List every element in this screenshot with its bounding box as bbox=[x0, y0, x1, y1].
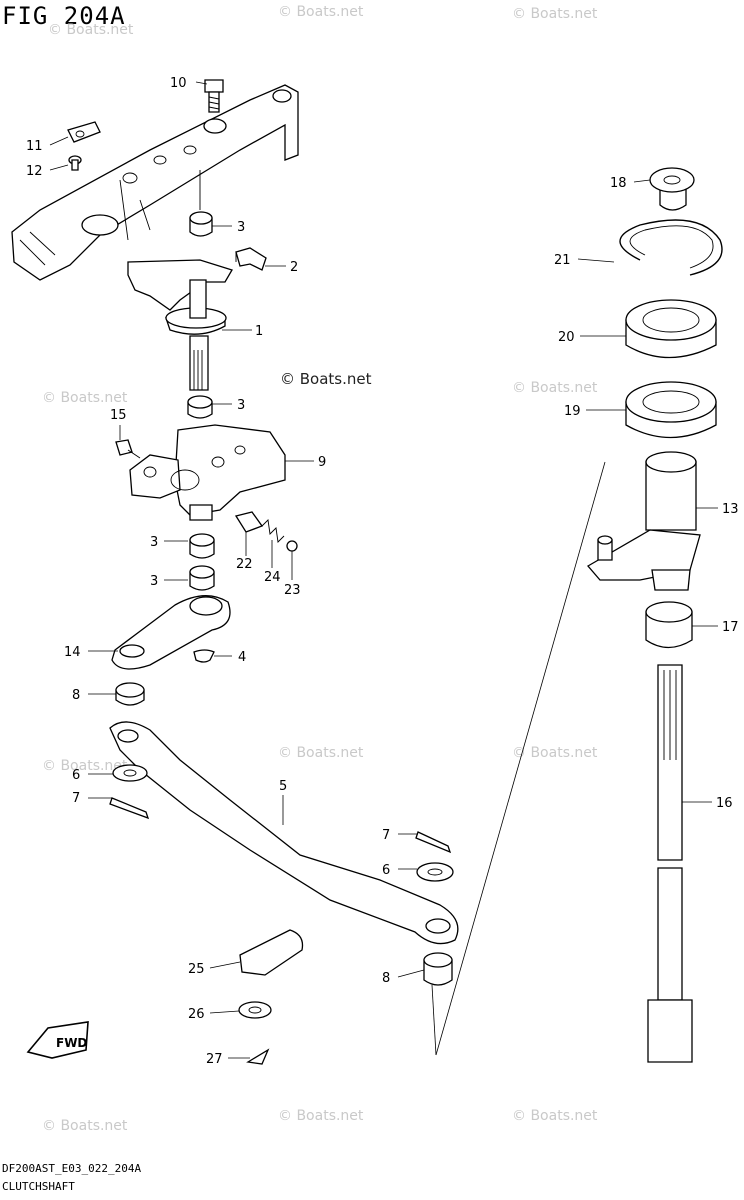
callout-24: 24 bbox=[264, 570, 281, 585]
footer-model-code: DF200AST_E03_022_204A bbox=[2, 1162, 142, 1175]
callout-21: 21 bbox=[554, 253, 571, 268]
callout-26: 26 bbox=[188, 1007, 205, 1022]
part-19-seal bbox=[625, 381, 717, 439]
leader-lines bbox=[49, 81, 718, 1059]
callout-19: 19 bbox=[564, 404, 581, 419]
callout-12: 12 bbox=[26, 164, 43, 179]
part-21-snap-ring bbox=[619, 219, 723, 276]
part-11-clip bbox=[67, 121, 101, 143]
callout-16: 16 bbox=[716, 796, 733, 811]
callout-labels: 10 11 12 3 2 1 3 15 9 3 3 22 24 23 14 4 … bbox=[26, 76, 739, 1067]
fwd-label: FWD bbox=[56, 1036, 87, 1050]
callout-3: 3 bbox=[150, 535, 158, 550]
part-25-bracket bbox=[239, 929, 304, 976]
part-23-ball bbox=[286, 540, 298, 552]
part-6-washer bbox=[416, 862, 454, 882]
part-14-lever bbox=[111, 595, 231, 670]
part-4-clip bbox=[193, 649, 215, 663]
watermark: © Boats.net bbox=[512, 6, 598, 22]
watermark: © Boats.net bbox=[278, 4, 364, 20]
callout-6: 6 bbox=[72, 768, 80, 783]
fwd-direction-arrow: FWD bbox=[26, 1021, 89, 1059]
part-3-bushing bbox=[189, 565, 215, 591]
alignment-line bbox=[431, 984, 437, 1056]
callout-15: 15 bbox=[110, 408, 127, 423]
callout-8: 8 bbox=[72, 688, 80, 703]
part-26-washer bbox=[238, 1001, 272, 1019]
part-7-cotter-pin bbox=[415, 831, 452, 854]
part-5-link-rod bbox=[109, 721, 459, 945]
part-10-bolt bbox=[204, 79, 224, 113]
callout-3: 3 bbox=[150, 574, 158, 589]
callout-7: 7 bbox=[382, 828, 390, 843]
watermark: © Boats.net bbox=[512, 1108, 598, 1124]
part-17-bushing bbox=[645, 601, 693, 649]
part-2-clip bbox=[235, 247, 267, 271]
part-8-bushing bbox=[423, 952, 453, 986]
callout-1: 1 bbox=[255, 324, 263, 339]
callout-3: 3 bbox=[237, 398, 245, 413]
callout-27: 27 bbox=[206, 1052, 223, 1067]
callout-5: 5 bbox=[279, 779, 287, 794]
part-15-screw bbox=[115, 439, 141, 459]
footer-section-title: CLUTCHSHAFT bbox=[2, 1180, 75, 1193]
watermark: © Boats.net bbox=[280, 370, 372, 388]
watermark: © Boats.net bbox=[48, 22, 134, 38]
part-8-bushing bbox=[115, 682, 145, 706]
callout-8: 8 bbox=[382, 971, 390, 986]
watermark: © Boats.net bbox=[512, 745, 598, 761]
callout-20: 20 bbox=[558, 330, 575, 345]
callout-14: 14 bbox=[64, 645, 81, 660]
part-9-housing bbox=[129, 424, 286, 521]
callout-4: 4 bbox=[238, 650, 246, 665]
watermark: © Boats.net bbox=[278, 745, 364, 761]
callout-25: 25 bbox=[188, 962, 205, 977]
callout-23: 23 bbox=[284, 583, 301, 598]
callout-10: 10 bbox=[170, 76, 187, 91]
part-22-spacer bbox=[234, 511, 264, 533]
part-12-screw bbox=[68, 155, 82, 171]
part-13-shift-cam bbox=[586, 451, 701, 591]
callout-3: 3 bbox=[237, 220, 245, 235]
callout-22: 22 bbox=[236, 557, 253, 572]
part-3-bushing bbox=[189, 170, 213, 237]
part-7-cotter-pin bbox=[109, 797, 150, 820]
alignment-line bbox=[435, 461, 606, 1056]
upper-bracket-arm bbox=[11, 84, 299, 281]
part-16-clutch-shaft bbox=[647, 664, 693, 1063]
part-24-spring bbox=[261, 519, 285, 543]
part-27-pin bbox=[246, 1048, 270, 1065]
part-6-washer bbox=[112, 764, 148, 782]
callout-6: 6 bbox=[382, 863, 390, 878]
callout-18: 18 bbox=[610, 176, 627, 191]
part-1-shift-shaft bbox=[127, 259, 233, 391]
callout-2: 2 bbox=[290, 260, 298, 275]
callout-13: 13 bbox=[722, 502, 739, 517]
callout-9: 9 bbox=[318, 455, 326, 470]
callout-7: 7 bbox=[72, 791, 80, 806]
part-3-bushing bbox=[187, 395, 213, 419]
part-20-bearing bbox=[625, 299, 717, 359]
part-3-bushing bbox=[189, 533, 215, 559]
callout-11: 11 bbox=[26, 139, 43, 154]
figure-title: FIG 204A bbox=[2, 2, 126, 30]
watermark: © Boats.net bbox=[512, 380, 598, 396]
watermark: © Boats.net bbox=[42, 390, 128, 406]
callout-17: 17 bbox=[722, 620, 739, 635]
watermark: © Boats.net bbox=[42, 758, 128, 774]
part-18-plug bbox=[649, 167, 695, 211]
watermark: © Boats.net bbox=[42, 1118, 128, 1134]
watermark: © Boats.net bbox=[278, 1108, 364, 1124]
